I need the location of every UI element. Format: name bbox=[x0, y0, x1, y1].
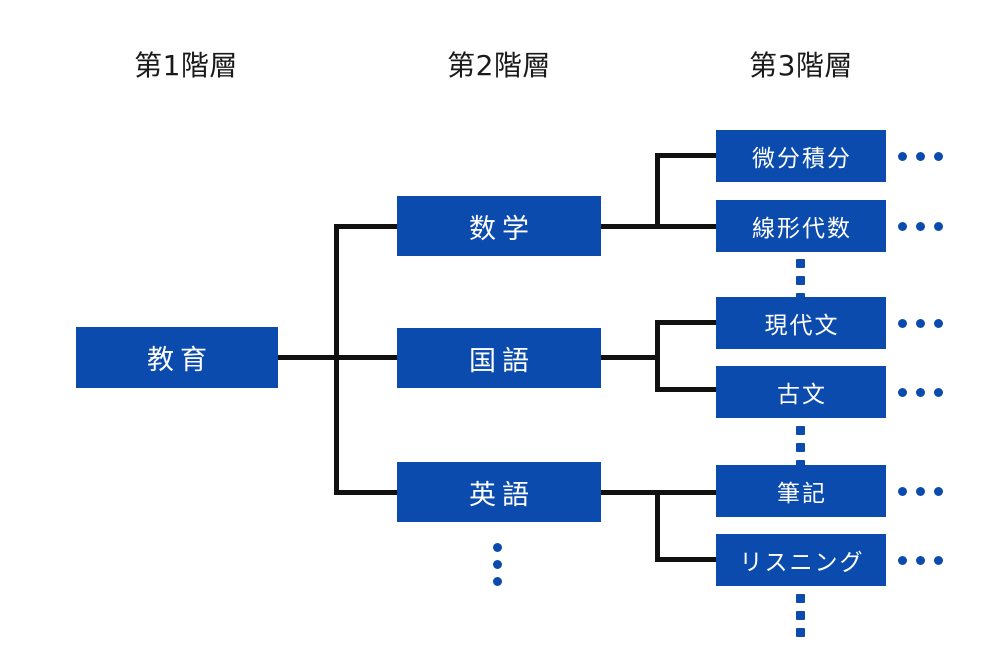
ellipsis-dot bbox=[934, 222, 943, 231]
connector-japanese-stem bbox=[600, 355, 658, 360]
ellipsis-dot bbox=[796, 594, 805, 603]
connector-trunk-to-japanese bbox=[334, 355, 399, 360]
connector-japanese-branch-vertical bbox=[655, 320, 660, 392]
ellipsis-vertical-japanese-children bbox=[796, 426, 805, 469]
ellipsis-dot bbox=[916, 487, 925, 496]
connector-trunk-to-math bbox=[334, 224, 399, 229]
connector-math-to-calculus bbox=[655, 153, 718, 158]
ellipsis-dot bbox=[916, 388, 925, 397]
ellipsis-dot bbox=[898, 487, 907, 496]
ellipsis-vertical-english-children bbox=[796, 594, 805, 637]
connector-english-to-listening bbox=[655, 557, 718, 562]
node-level2-english[interactable]: 英語 bbox=[397, 462, 601, 522]
ellipsis-dot bbox=[796, 276, 805, 285]
ellipsis-horizontal-classical-japanese bbox=[898, 388, 943, 397]
ellipsis-horizontal-writing bbox=[898, 487, 943, 496]
ellipsis-dot bbox=[493, 560, 502, 569]
ellipsis-dot bbox=[796, 426, 805, 435]
ellipsis-vertical-level2 bbox=[493, 543, 502, 586]
ellipsis-horizontal-calculus bbox=[898, 152, 943, 161]
ellipsis-dot bbox=[898, 319, 907, 328]
ellipsis-horizontal-listening bbox=[898, 556, 943, 565]
node-level3-calculus[interactable]: 微分積分 bbox=[716, 130, 886, 182]
ellipsis-horizontal-modern-japanese bbox=[898, 319, 943, 328]
node-level3-listening[interactable]: リスニング bbox=[716, 534, 886, 586]
ellipsis-dot bbox=[898, 388, 907, 397]
ellipsis-dot bbox=[916, 319, 925, 328]
ellipsis-dot bbox=[796, 259, 805, 268]
node-level3-classical-japanese[interactable]: 古文 bbox=[716, 366, 886, 418]
column-header-level-3: 第3階層 bbox=[749, 49, 853, 82]
ellipsis-dot bbox=[916, 556, 925, 565]
node-level3-writing[interactable]: 筆記 bbox=[716, 465, 886, 517]
node-level3-linear-algebra[interactable]: 線形代数 bbox=[716, 200, 886, 252]
ellipsis-dot bbox=[934, 487, 943, 496]
connector-level1-to-trunk bbox=[278, 355, 339, 360]
ellipsis-vertical-math-children bbox=[796, 259, 805, 302]
node-level3-modern-japanese[interactable]: 現代文 bbox=[716, 297, 886, 349]
connector-japanese-to-classical bbox=[655, 387, 718, 392]
ellipsis-dot bbox=[796, 611, 805, 620]
node-level1-education[interactable]: 教育 bbox=[76, 327, 278, 388]
ellipsis-dot bbox=[934, 388, 943, 397]
connector-japanese-to-modern bbox=[655, 320, 718, 325]
ellipsis-dot bbox=[934, 319, 943, 328]
ellipsis-dot bbox=[796, 293, 805, 302]
node-level2-math[interactable]: 数学 bbox=[397, 196, 601, 256]
ellipsis-dot bbox=[898, 556, 907, 565]
ellipsis-dot bbox=[916, 222, 925, 231]
ellipsis-horizontal-linear-algebra bbox=[898, 222, 943, 231]
ellipsis-dot bbox=[796, 460, 805, 469]
ellipsis-dot bbox=[934, 556, 943, 565]
connector-english-branch-vertical bbox=[655, 490, 660, 562]
ellipsis-dot bbox=[493, 577, 502, 586]
column-header-level-2: 第2階層 bbox=[447, 49, 551, 82]
ellipsis-dot bbox=[796, 628, 805, 637]
connector-math-branch-vertical bbox=[655, 153, 660, 229]
ellipsis-dot bbox=[934, 152, 943, 161]
column-header-level-1: 第1階層 bbox=[134, 49, 238, 82]
ellipsis-dot bbox=[916, 152, 925, 161]
ellipsis-dot bbox=[796, 443, 805, 452]
connector-trunk-to-english bbox=[334, 490, 399, 495]
ellipsis-dot bbox=[898, 222, 907, 231]
ellipsis-dot bbox=[493, 543, 502, 552]
ellipsis-dot bbox=[898, 152, 907, 161]
node-level2-japanese[interactable]: 国語 bbox=[397, 328, 601, 388]
